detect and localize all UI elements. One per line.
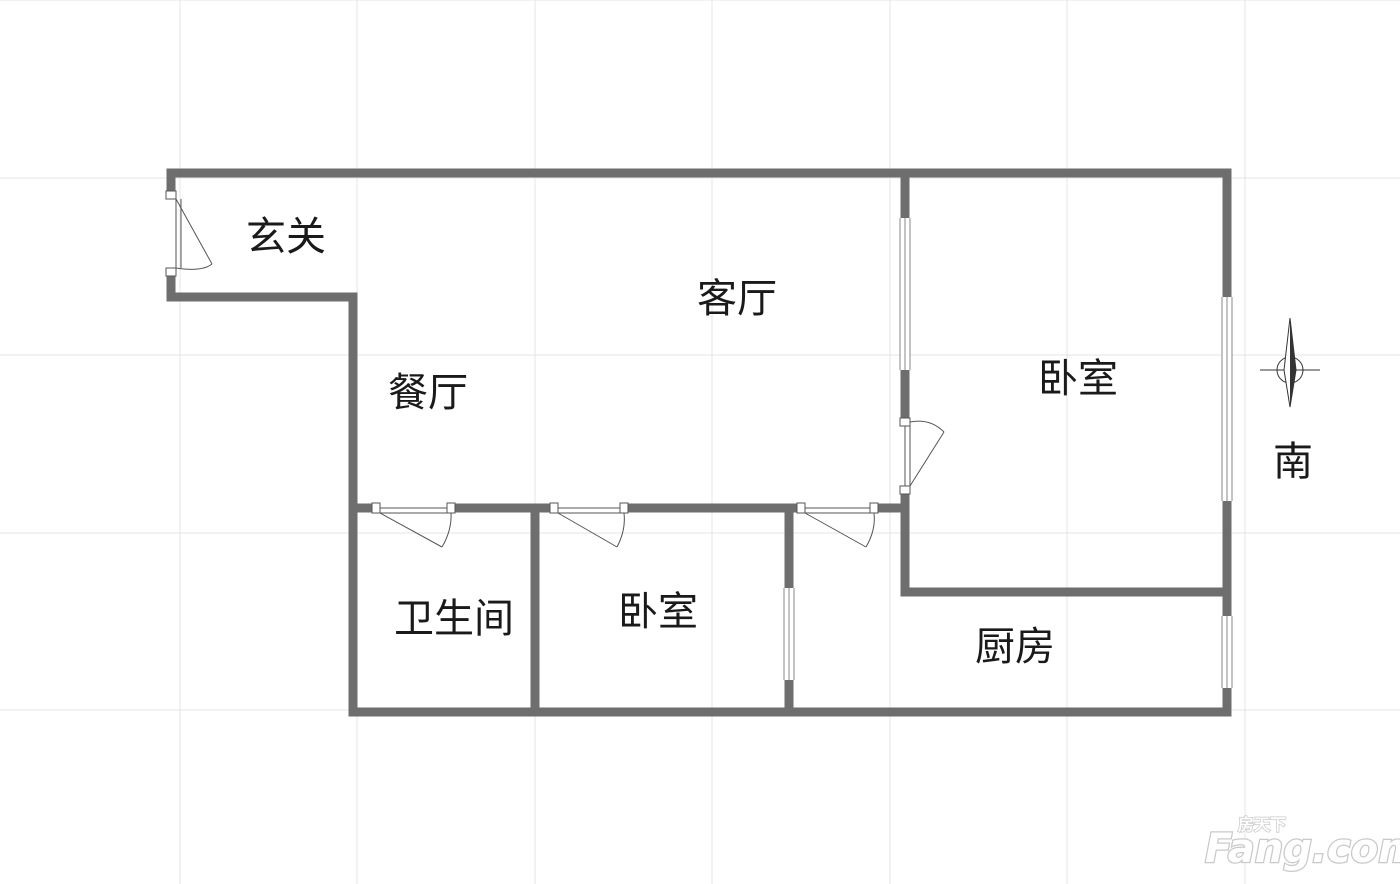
room-label-bedroom-east: 卧室: [1038, 356, 1118, 402]
room-label-entry: 玄关: [246, 214, 326, 260]
watermark-brand: Fang.com: [1205, 826, 1400, 872]
window-bedroom-east: [1221, 297, 1233, 501]
walls: [166, 168, 1232, 717]
watermark-tagline: 房天下: [1238, 815, 1286, 834]
room-label-bedroom-mid: 卧室: [618, 589, 698, 635]
door-bathroom: [371, 502, 456, 548]
fang-watermark-logo: 房天下 Fang.com: [1204, 814, 1400, 873]
door-bedroom-east: [899, 417, 945, 495]
door-kitchen: [796, 502, 879, 548]
window-living-bedroom: [899, 218, 911, 370]
room-label-kitchen: 厨房: [975, 624, 1055, 670]
outer-wall: [166, 168, 1232, 717]
room-label-bathroom: 卫生间: [394, 596, 514, 642]
window-kitchen-east: [1221, 616, 1233, 688]
room-label-dining: 餐厅: [388, 370, 468, 416]
compass-label: 南: [1273, 439, 1313, 485]
door-bedroom-mid: [549, 502, 629, 548]
room-label-living: 客厅: [697, 276, 777, 322]
compass-rose-icon: [1260, 317, 1320, 408]
window-bedroom-kitchen: [783, 588, 795, 680]
door-entry: [165, 190, 213, 277]
